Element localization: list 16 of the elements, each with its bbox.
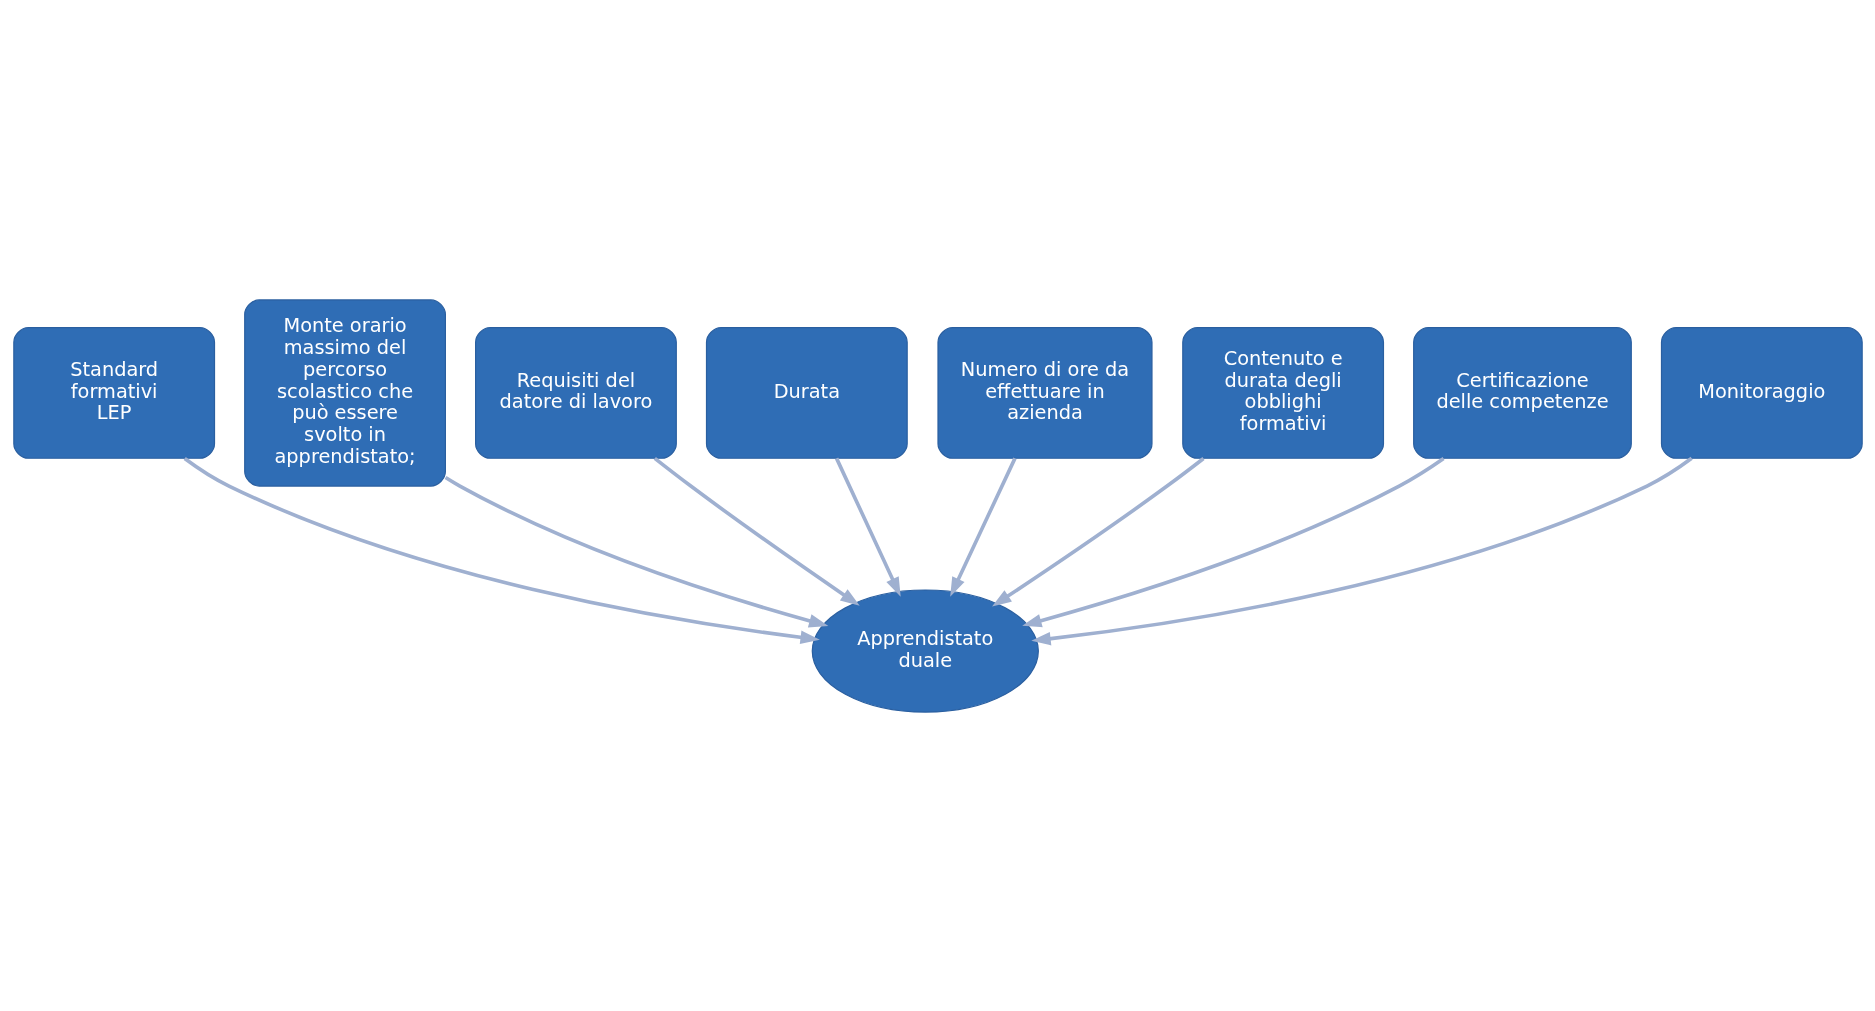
arrow <box>834 457 901 597</box>
node-box: Numero di ore da effettuare in azienda <box>936 326 1153 459</box>
arrow <box>949 457 1017 597</box>
arrow <box>444 475 828 627</box>
node-box: Requisiti del datore di lavoro <box>474 326 677 459</box>
arrow <box>1030 456 1693 645</box>
node-box: Certificazione delle competenze <box>1412 326 1632 459</box>
arrow <box>183 456 820 644</box>
node-box: Monte orario massimo del percorso scolastico che può essere svolto in apprendistato; <box>243 298 446 487</box>
arrow <box>653 456 860 606</box>
node-box: Durata <box>705 326 908 459</box>
node-box: Monitoraggio <box>1660 326 1863 459</box>
node-box: Standard formativi LEP <box>12 326 215 459</box>
node-box: Contenuto e durata degli obblighi formativi <box>1181 326 1384 459</box>
arrow <box>991 456 1205 607</box>
arrow <box>1021 456 1445 627</box>
